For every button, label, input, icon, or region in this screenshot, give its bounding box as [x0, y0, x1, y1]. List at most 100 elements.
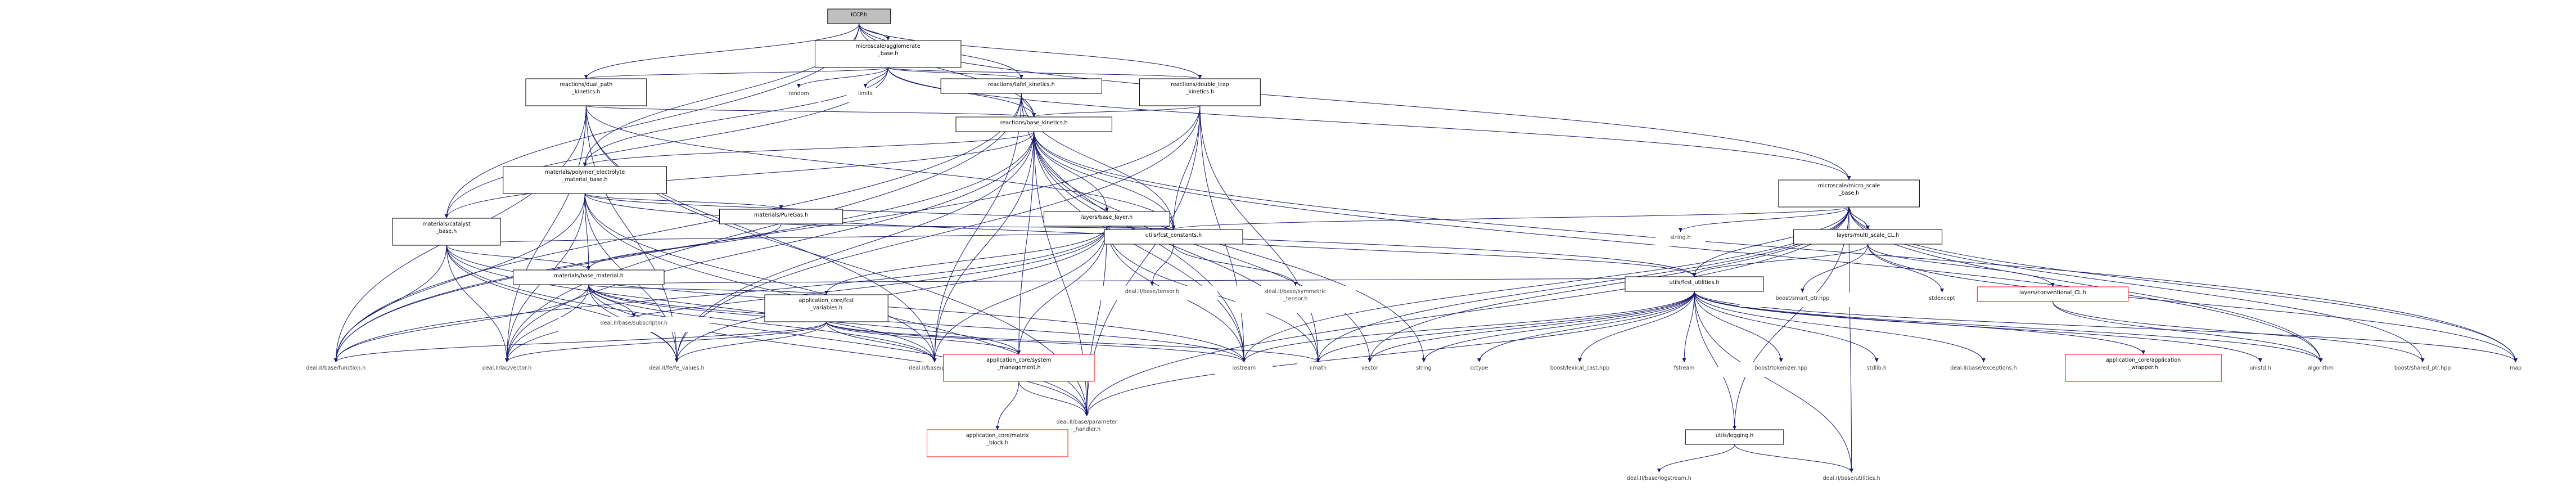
edge-base-kin-to-cmath [1034, 131, 1320, 363]
edge-base-layer-to-vector-h [504, 226, 1107, 363]
edge-base-layer-to-fe-values [674, 226, 1107, 363]
node-random[interactable]: random [776, 88, 822, 102]
node-conv-cl[interactable]: layers/conventional_CL.h [1977, 286, 2129, 302]
edge-base-layer-to-point-h [932, 226, 1107, 363]
edge-agglo-to-tafel [887, 67, 1023, 79]
node-fcst-utils[interactable]: utils/fcst_utilities.h [1625, 276, 1764, 292]
node-box [1659, 362, 1709, 377]
node-map[interactable]: map [2497, 362, 2535, 377]
node-label: _kinetics.h [571, 89, 600, 95]
node-label: utils/fcst_constants.h [1145, 232, 1202, 238]
node-label: stdlib.h [1867, 365, 1887, 371]
node-matrix-block[interactable]: application_core/matrix_block.h [927, 429, 1068, 457]
node-box [1086, 286, 1218, 300]
node-cmath[interactable]: cmath [1297, 362, 1340, 377]
node-tafel[interactable]: reactions/tafel_kinetics.h [940, 78, 1102, 94]
node-catalyst[interactable]: materials/catalyst_base.h [392, 218, 501, 246]
node-box [1655, 232, 1706, 246]
node-string-h[interactable]: string.h [1655, 232, 1706, 246]
node-root[interactable]: ICCP.h [827, 8, 891, 24]
node-box [764, 294, 888, 322]
node-tensor[interactable]: deal.II/base/tensor.h [1086, 286, 1218, 300]
edge-agglo-to-double [887, 67, 1202, 79]
node-subscriptor[interactable]: deal.II/base/subscriptor.h [558, 317, 710, 332]
node-string[interactable]: string [1401, 362, 1447, 377]
node-label: _block.h [986, 440, 1008, 446]
node-unistd[interactable]: unistd.h [2235, 362, 2286, 377]
node-smart-ptr[interactable]: boost/smart_ptr.hpp [1739, 292, 1866, 307]
node-app-fcst-var[interactable]: application_core/fcst_variables.h [764, 294, 888, 322]
node-stdlib[interactable]: stdlib.h [1851, 362, 1902, 377]
node-app-sysmgmt[interactable]: application_core/system_management.h [943, 354, 1095, 382]
edge-fcst-utils-to-fstream [1682, 291, 1695, 363]
node-cctype[interactable]: cctype [1455, 362, 1503, 377]
node-box [267, 362, 405, 377]
edge-fcst-utils-to-logging [1694, 291, 1737, 430]
node-micro[interactable]: microscale/micro_scale_base.h [1778, 179, 1920, 208]
node-utilities[interactable]: deal.II/base/utilities.h [1786, 472, 1917, 487]
edge-multi-cl-to-map [1867, 244, 2518, 363]
node-stdexcept[interactable]: stdexcept [1911, 292, 1973, 307]
node-logstream[interactable]: deal.II/base/logstream.h [1590, 472, 1729, 487]
node-label: application_core/matrix [966, 433, 1029, 439]
edge-fcst-utils-to-algorithm [1694, 291, 2323, 363]
node-fe-values[interactable]: deal.II/fe/fe_values.h [612, 362, 741, 377]
node-base-layer[interactable]: layers/base_layer.h [1044, 211, 1170, 227]
edge-catalyst-to-param [446, 245, 1089, 417]
edge-catalyst-to-vector-h [446, 245, 509, 363]
node-multi-cl[interactable]: layers/multi_scale_CL.h [1793, 229, 1943, 245]
node-box [503, 166, 667, 194]
node-box [525, 78, 647, 106]
node-fstream[interactable]: fstream [1659, 362, 1709, 377]
node-sym-tensor[interactable]: deal.II/base/symmetric_tensor.h [1235, 286, 1356, 313]
node-base-kin[interactable]: reactions/base_kinetics.h [955, 116, 1112, 132]
node-label: deal.II/base/point.h [909, 365, 960, 371]
node-limits[interactable]: limits [846, 88, 885, 102]
node-exceptions[interactable]: deal.II/base/exceptions.h [1908, 362, 2059, 377]
node-label: _material_base.h [562, 177, 608, 183]
edge-puregas-to-fcst-const [781, 223, 1175, 230]
node-func-h[interactable]: deal.II/base/function.h [267, 362, 405, 377]
edge-base-kin-to-algorithm [1034, 131, 2323, 363]
edge-fcst-utils-to-tokenizer [1694, 291, 1783, 363]
edge-root-to-double [859, 23, 1202, 79]
edge-fcst-utils-to-cctype [1477, 291, 1695, 363]
node-app-wrapper[interactable]: application_core/application_wrapper.h [2065, 354, 2222, 382]
node-box [1778, 179, 1920, 208]
edge-multi-cl-to-stdexcept [1867, 244, 1945, 293]
node-algorithm[interactable]: algorithm [2291, 362, 2350, 377]
edge-base-layer-to-app-sysmgmt [1017, 226, 1107, 355]
node-box [1793, 229, 1943, 245]
node-dual[interactable]: reactions/dual_path_kinetics.h [525, 78, 647, 106]
node-logging[interactable]: utils/logging.h [1685, 429, 1784, 445]
node-iostream[interactable]: iostream [1215, 362, 1273, 377]
edge-dual-to-fcst-const [585, 105, 1176, 230]
node-label: deal.II/lac/vector.h [482, 365, 531, 371]
edge-base-mat-to-vector-h [504, 284, 589, 363]
node-shared-ptr[interactable]: boost/shared_ptr.hpp [2357, 362, 2488, 377]
edge-conv-cl-to-algorithm [2052, 301, 2323, 363]
node-label: deal.II/base/utilities.h [1823, 475, 1880, 482]
edge-conv-cl-to-shared-ptr [2052, 301, 2425, 363]
node-vector[interactable]: vector [1346, 362, 1394, 377]
node-agglo[interactable]: microscale/agglomerate_base.h [814, 40, 962, 68]
edge-base-kin-to-base-layer [1034, 131, 1109, 212]
node-fcst-const[interactable]: utils/fcst_constants.h [1104, 229, 1243, 245]
node-label: _base.h [877, 51, 898, 57]
node-double[interactable]: reactions/double_trap_kinetics.h [1139, 78, 1261, 106]
node-label: _management.h [996, 364, 1040, 371]
edge-base-kin-to-map [1034, 131, 2518, 363]
node-box [846, 88, 885, 102]
node-label: deal.II/base/symmetric [1265, 289, 1326, 295]
node-tokenizer[interactable]: boost/tokenizer.hpp [1718, 362, 1844, 377]
node-label: utils/fcst_utilities.h [1669, 280, 1719, 286]
node-base-mat[interactable]: materials/base_material.h [513, 269, 665, 285]
node-vector-h[interactable]: deal.II/lac/vector.h [446, 362, 567, 377]
node-lexical[interactable]: boost/lexical_cast.hpp [1510, 362, 1649, 377]
node-label: vector [1361, 365, 1378, 371]
node-box [1139, 78, 1261, 106]
node-puregas[interactable]: materials/PureGas.h [719, 209, 843, 224]
node-polymer[interactable]: materials/polymer_electrolyte_material_b… [503, 166, 667, 194]
node-box [2291, 362, 2350, 377]
edge-micro-to-vector [1368, 206, 1849, 363]
